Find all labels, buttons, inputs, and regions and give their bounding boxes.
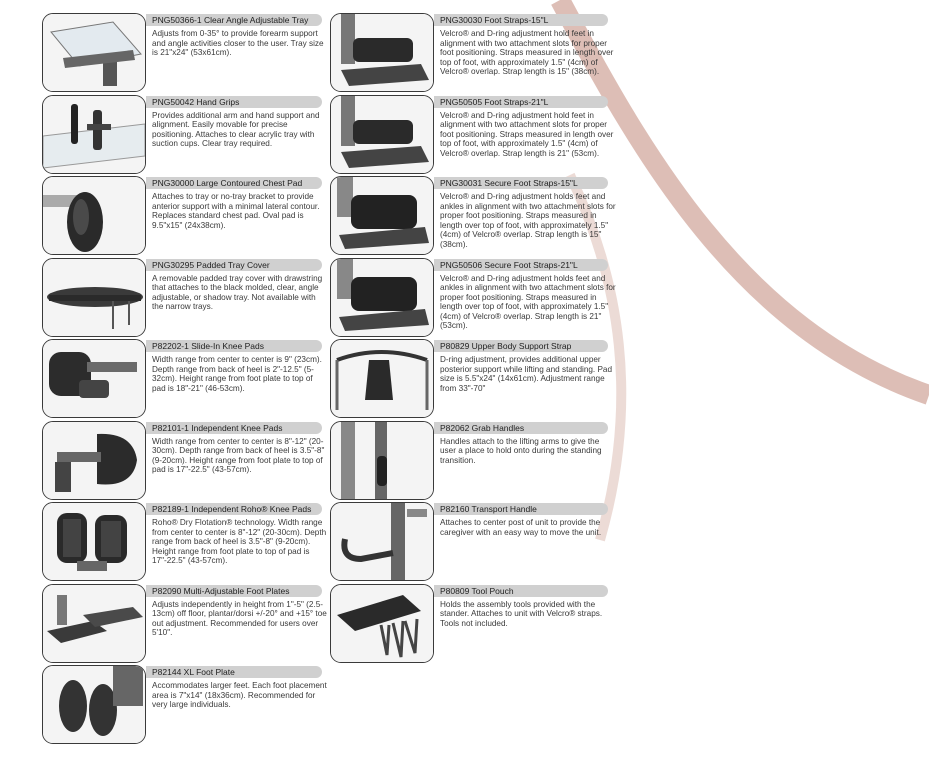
product-title: P82160 Transport Handle [434, 503, 608, 515]
product-description: Handles attach to the lifting arms to gi… [440, 436, 602, 465]
product-description: Velcro® and D-ring adjustment holds feet… [440, 192, 616, 249]
product-title: P82144 XL Foot Plate [146, 666, 322, 678]
transport-handle-photo [330, 502, 434, 581]
product-item: PNG50505 Foot Straps-21"L Velcro® and D-… [330, 94, 620, 177]
product-title: P82101-1 Independent Knee Pads [146, 421, 322, 434]
product-title: PNG50366-1 Clear Angle Adjustable Tray [146, 14, 322, 26]
product-description: Velcro® and D-ring adjustment holds feet… [440, 273, 616, 331]
foot-straps-15-photo [330, 13, 434, 92]
product-item: P80809 Tool Pouch Holds the assembly too… [330, 583, 620, 666]
product-item: PNG30000 Large Contoured Chest Pad Attac… [42, 176, 332, 258]
product-description: Accommodates larger feet. Each foot plac… [152, 681, 327, 710]
product-item: PNG50042 Hand Grips Provides additional … [42, 94, 332, 177]
product-description: Adjusts independently in height from 1"-… [152, 599, 327, 638]
product-title: P82189-1 Independent Roho® Knee Pads [146, 503, 322, 515]
product-item: P82160 Transport Handle Attaches to cent… [330, 502, 620, 584]
product-item: P82202-1 Slide-In Knee Pads Width range … [42, 339, 332, 421]
secure-foot-straps-21-photo [330, 257, 434, 337]
product-item: P82101-1 Independent Knee Pads Width ran… [42, 420, 332, 503]
product-title: PNG30295 Padded Tray Cover [146, 258, 322, 271]
product-title: PNG30030 Foot Straps-15"L [434, 14, 608, 26]
product-item: P82144 XL Foot Plate Accommodates larger… [42, 665, 332, 747]
upper-body-strap-photo [330, 339, 434, 418]
independent-knee-pads-photo [42, 420, 146, 500]
product-title: P82062 Grab Handles [434, 421, 608, 434]
product-title: PNG30000 Large Contoured Chest Pad [146, 177, 322, 189]
product-title: P82202-1 Slide-In Knee Pads [146, 340, 322, 352]
roho-knee-pads-photo [42, 502, 146, 581]
grab-handles-photo [330, 420, 434, 500]
product-title: P80829 Upper Body Support Strap [434, 340, 608, 352]
product-title: PNG50505 Foot Straps-21"L [434, 95, 608, 108]
product-description: Attaches to tray or no-tray bracket to p… [152, 192, 320, 230]
product-title: P80809 Tool Pouch [434, 584, 608, 597]
clear-angle-tray-photo [42, 13, 146, 92]
product-description: Holds the assembly tools provided with t… [440, 599, 603, 628]
product-title: PNG50042 Hand Grips [146, 95, 322, 108]
product-description: Attaches to center post of unit to provi… [440, 518, 602, 537]
product-item: PNG30031 Secure Foot Straps-15"L Velcro®… [330, 176, 620, 258]
product-description: Width range from center to center is 8"-… [152, 436, 325, 475]
product-item: PNG50366-1 Clear Angle Adjustable Tray A… [42, 13, 332, 95]
product-title: PNG50506 Secure Foot Straps-21"L [434, 258, 608, 271]
product-title: PNG30031 Secure Foot Straps-15"L [434, 177, 608, 189]
chest-pad-photo [42, 176, 146, 255]
right-product-column: PNG30030 Foot Straps-15"L Velcro® and D-… [330, 13, 620, 665]
xl-foot-plate-photo [42, 665, 146, 744]
product-description: Roho® Dry Flotation® technology. Width r… [152, 518, 327, 566]
product-item: P82062 Grab Handles Handles attach to th… [330, 420, 620, 503]
tray-cover-photo [42, 257, 146, 337]
product-item: P82090 Multi-Adjustable Foot Plates Adju… [42, 583, 332, 666]
product-description: A removable padded tray cover with draws… [152, 273, 323, 312]
product-title: P82090 Multi-Adjustable Foot Plates [146, 584, 322, 597]
product-description: Velcro® and D-ring adjustment hold feet … [440, 110, 614, 158]
foot-straps-21-photo [330, 94, 434, 174]
hand-grips-photo [42, 94, 146, 174]
product-description: Width range from center to center is 9" … [152, 355, 322, 393]
product-item: PNG30295 Padded Tray Cover A removable p… [42, 257, 332, 340]
slide-in-knee-pads-photo [42, 339, 146, 418]
product-item: P82189-1 Independent Roho® Knee Pads Roh… [42, 502, 332, 584]
secure-foot-straps-15-photo [330, 176, 434, 255]
product-description: Adjusts from 0-35° to provide forearm su… [152, 29, 324, 58]
left-product-column: PNG50366-1 Clear Angle Adjustable Tray A… [42, 13, 332, 747]
foot-plates-photo [42, 583, 146, 663]
product-item: PNG30030 Foot Straps-15"L Velcro® and D-… [330, 13, 620, 95]
product-description: D-ring adjustment, provides additional u… [440, 355, 613, 393]
product-item: PNG50506 Secure Foot Straps-21"L Velcro®… [330, 257, 620, 340]
product-description: Provides additional arm and hand support… [152, 110, 320, 149]
product-description: Velcro® and D-ring adjustment hold feet … [440, 29, 614, 77]
product-item: P80829 Upper Body Support Strap D-ring a… [330, 339, 620, 421]
tool-pouch-photo [330, 583, 434, 663]
